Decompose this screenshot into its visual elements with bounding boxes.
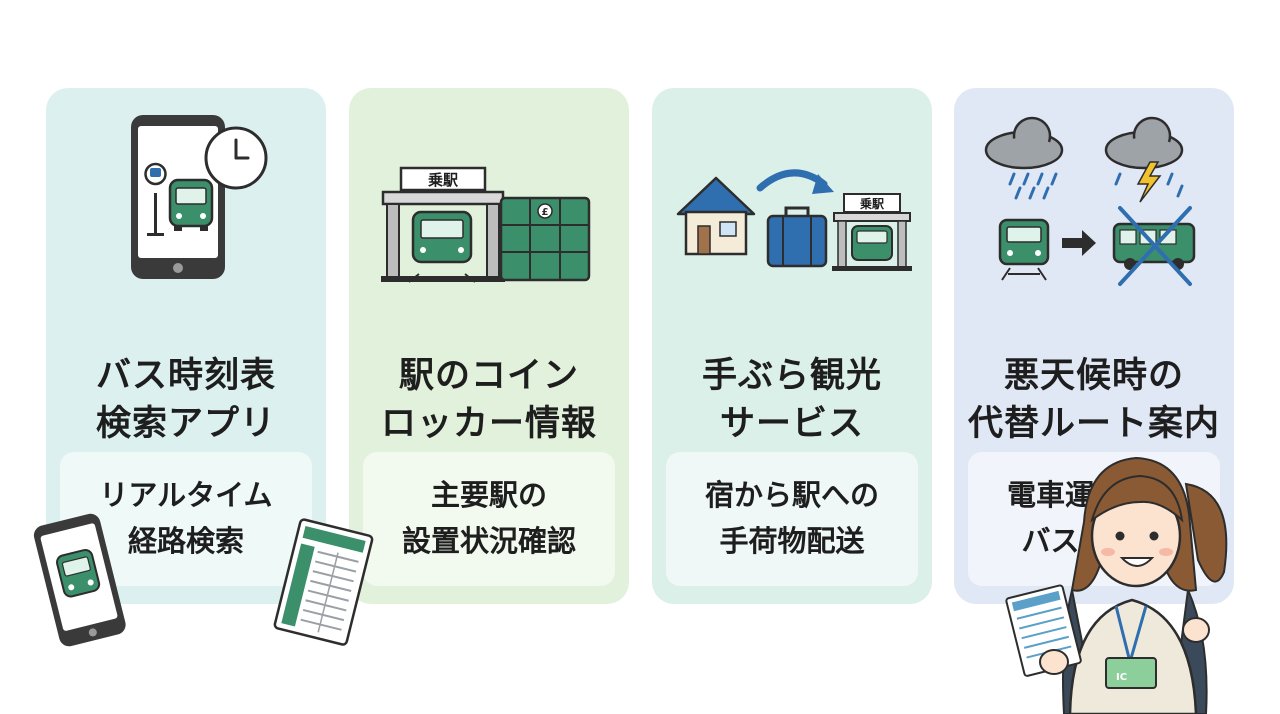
station-sign-label: 乗駅	[860, 197, 885, 211]
card-title: バス時刻表 検索アプリ	[46, 352, 326, 448]
tilted-phone-illustration	[33, 513, 126, 647]
station-locker-illustration: 乗駅 £	[381, 166, 591, 283]
card-subtitle-line: リアルタイム	[99, 478, 273, 512]
card-title-line: 手ぶら観光	[701, 356, 882, 396]
bus-icon	[168, 178, 214, 231]
timetable-icon	[273, 518, 374, 646]
card-hands-free-sightseeing: 乗駅 手ぶら観光 サービス 宿から駅への 手荷物配送	[652, 88, 932, 604]
bus-app-illustration	[131, 115, 268, 279]
card-title-line: サービス	[719, 404, 864, 444]
card-subtitle-line: 経路検索	[127, 524, 244, 558]
card-subtitle-line: 宿から駅への	[704, 478, 879, 512]
station-icon: 乗駅	[381, 166, 505, 282]
card-subtitle-box: 宿から駅への 手荷物配送	[666, 452, 918, 586]
ic-card-label: IC	[1116, 672, 1127, 683]
arrow-icon	[756, 169, 834, 194]
station-icon: 乗駅	[832, 193, 912, 271]
luggage-delivery-illustration: 乗駅	[676, 169, 912, 271]
card-title: 悪天候時の 代替ルート案内	[954, 352, 1234, 448]
arrow-icon	[1062, 230, 1096, 256]
card-subtitle-line: 主要駅の	[430, 478, 547, 512]
card-subtitle-box: 主要駅の 設置状況確認	[363, 452, 615, 586]
storm-cloud-icon	[1104, 116, 1184, 203]
card-title-line: 悪天候時の	[1003, 356, 1184, 396]
card-title-line: 駅のコイン	[398, 356, 579, 396]
train-icon	[998, 218, 1050, 281]
clock-icon	[204, 126, 268, 190]
bad-weather-illustration	[984, 116, 1196, 286]
train-icon	[408, 210, 476, 283]
card-coin-locker-info: 乗駅 £ 駅のコイン ロッカー情報 主要駅の 設置状況確認	[349, 88, 629, 604]
bus-stop-icon	[144, 162, 167, 236]
timetable-illustration	[273, 518, 374, 646]
card-title: 手ぶら観光 サービス	[652, 352, 932, 448]
card-subtitle-line: 設置状況確認	[401, 524, 576, 558]
cancel-x-icon	[1118, 206, 1192, 286]
card-subtitle-line: 手荷物配送	[719, 524, 865, 558]
smartphone-icon	[33, 513, 126, 647]
card-title-line: ロッカー情報	[380, 404, 597, 444]
rain-cloud-icon	[984, 116, 1064, 200]
ic-card-icon: IC	[1105, 657, 1157, 689]
card-title-line: バス時刻表	[95, 356, 276, 396]
locker-symbol: £	[542, 207, 549, 218]
bus-icon	[56, 548, 101, 598]
card-title-line: 代替ルート案内	[967, 404, 1220, 444]
traveler-character: IC	[1005, 456, 1228, 714]
card-title: 駅のコイン ロッカー情報	[349, 352, 629, 448]
suitcase-icon	[766, 206, 828, 268]
card-title-line: 検索アプリ	[95, 404, 276, 444]
train-icon	[851, 225, 893, 261]
locker-icon: £	[499, 196, 591, 282]
house-icon	[676, 176, 756, 256]
card-subtitle-box: リアルタイム 経路検索	[60, 452, 312, 586]
station-sign-label: 乗駅	[428, 171, 459, 189]
